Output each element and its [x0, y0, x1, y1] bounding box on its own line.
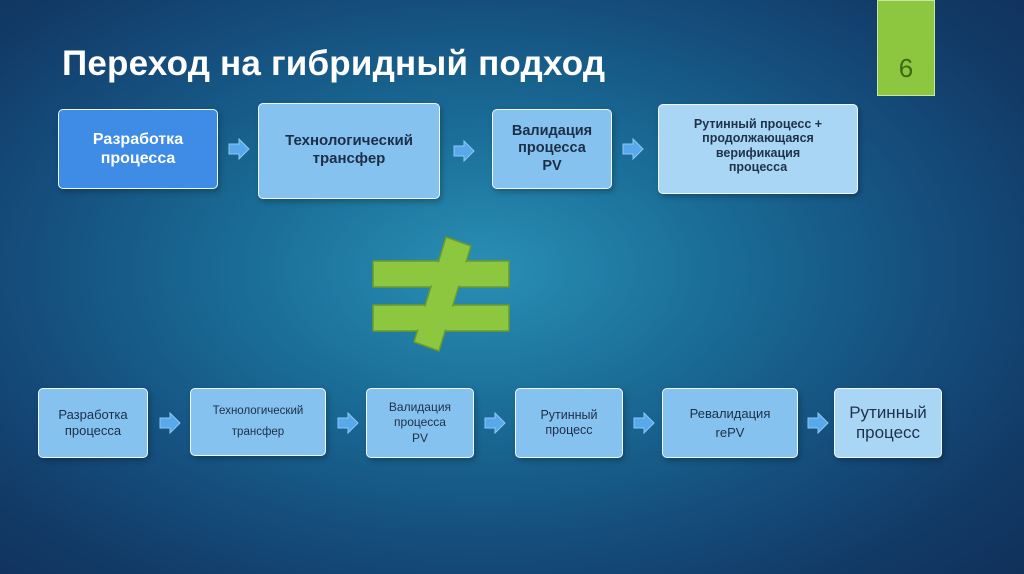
- bottom-step-development: Разработка процесса: [38, 388, 148, 458]
- bottom-step-tech-transfer: Технологический трансфер: [190, 388, 326, 456]
- page-number: 6: [898, 53, 914, 83]
- arrow-right-icon: [337, 412, 359, 434]
- bottom-step-routine-final: Рутинный процесс: [834, 388, 942, 458]
- top-step-label: Технологический трансфер: [285, 132, 413, 167]
- not-equal-icon: [372, 236, 510, 352]
- bottom-step-label: Валидация процесса PV: [388, 399, 452, 445]
- arrow-right-icon: [807, 412, 829, 434]
- arrow-right-icon: [633, 412, 655, 434]
- bottom-step-routine: Рутинный процесс: [515, 388, 623, 458]
- top-step-validation: Валидация процесса PV: [492, 109, 612, 189]
- top-step-routine: Рутинный процесс + продолжающаяся верифи…: [658, 104, 858, 194]
- top-step-label: Валидация процесса PV: [511, 122, 593, 174]
- bottom-step-label: Ревалидация rePV: [689, 405, 771, 441]
- arrow-right-icon: [622, 138, 644, 160]
- page-number-tab: 6: [877, 0, 935, 96]
- arrow-right-icon: [159, 412, 181, 434]
- slide-title: Переход на гибридный подход: [62, 44, 606, 83]
- bottom-step-revalidation: Ревалидация rePV: [662, 388, 798, 458]
- bottom-step-label: Рутинный процесс: [849, 403, 927, 442]
- arrow-right-icon: [484, 412, 506, 434]
- bottom-step-label: Рутинный процесс: [540, 408, 598, 437]
- bottom-step-label: Технологический трансфер: [212, 405, 304, 438]
- top-step-development: Разработка процесса: [58, 109, 218, 189]
- bottom-step-validation: Валидация процесса PV: [366, 388, 474, 458]
- top-step-tech-transfer: Технологический трансфер: [258, 103, 440, 199]
- arrow-right-icon: [453, 140, 475, 162]
- arrow-right-icon: [228, 138, 250, 160]
- bottom-step-label: Разработка процесса: [58, 407, 128, 438]
- top-step-label: Разработка процесса: [92, 130, 184, 167]
- top-step-label: Рутинный процесс + продолжающаяся верифи…: [693, 117, 823, 175]
